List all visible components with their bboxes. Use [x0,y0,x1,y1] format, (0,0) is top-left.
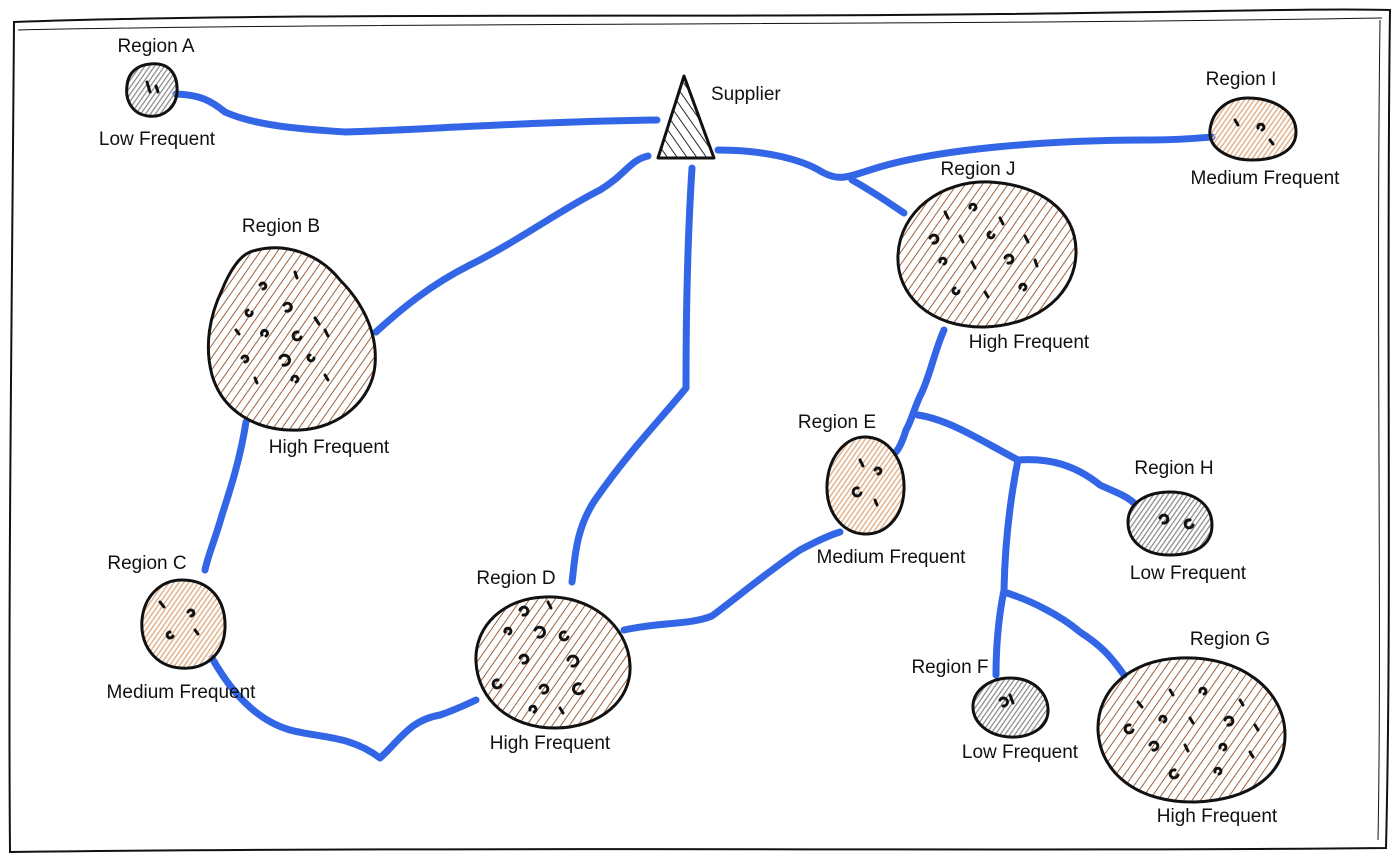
region-a-blob [125,62,179,118]
route-supplier-a [172,90,661,136]
route-j-hub [914,411,1022,464]
route-supplier-i [714,133,1216,181]
region-j-node [896,180,1078,329]
route-supplier-d [568,164,696,586]
route-d-e [620,528,844,634]
region-g-node [1096,656,1287,804]
region-d-frequency: High Frequent [489,733,611,754]
map-frame [8,8,1392,854]
region-b-frequency: High Frequent [268,437,390,458]
map-frame-inner [17,17,1383,841]
supplier-node [656,74,716,160]
route-c-d [208,654,480,762]
region-c-node [140,578,227,670]
region-d-node [474,595,632,730]
region-h-node [1126,490,1214,557]
region-c-frequency: Medium Frequent [106,682,256,703]
population-marks [145,80,1275,780]
region-e-node [825,435,906,536]
region-e-name: Region E [797,412,877,433]
region-f-frequency: Low Frequent [961,742,1079,763]
region-c-name: Region C [107,553,187,574]
region-j-blob [896,180,1078,329]
region-b-name: Region B [241,216,321,237]
route-hub-f [992,456,1022,679]
routes [172,90,1216,762]
region-f-name: Region F [911,657,989,678]
route-supplier-j [848,176,908,217]
region-e-blob [825,435,906,536]
region-a-name: Region A [117,36,195,57]
region-d-name: Region D [476,568,556,589]
supplier-label: Supplier [711,84,781,105]
region-i-frequency: Medium Frequent [1190,168,1340,189]
region-f-node [971,676,1050,739]
region-f-blob [971,676,1050,739]
region-g-name: Region G [1189,629,1271,650]
region-g-blob [1096,656,1287,804]
region-b-blob [206,246,377,432]
region-i-name: Region I [1205,69,1277,90]
supplier-icon [656,74,716,160]
region-h-name: Region H [1134,458,1214,479]
route-b-c [201,418,250,574]
route-hub-g [1000,588,1128,679]
route-supplier-b [372,152,652,336]
region-g-frequency: High Frequent [1156,806,1278,827]
region-d-blob [474,595,632,730]
region-j-frequency: High Frequent [968,332,1090,353]
region-e-frequency: Medium Frequent [816,547,966,568]
route-j-e [892,326,948,456]
region-h-blob [1126,490,1214,557]
region-c-blob [140,578,227,670]
region-a-frequency: Low Frequent [98,129,216,150]
region-h-frequency: Low Frequent [1129,563,1247,584]
region-j-name: Region J [940,159,1016,180]
region-a-node [125,62,179,118]
region-b-node [206,246,377,432]
region-i-node [1208,96,1298,162]
region-i-blob [1208,96,1298,162]
route-hub-h [1014,456,1138,507]
